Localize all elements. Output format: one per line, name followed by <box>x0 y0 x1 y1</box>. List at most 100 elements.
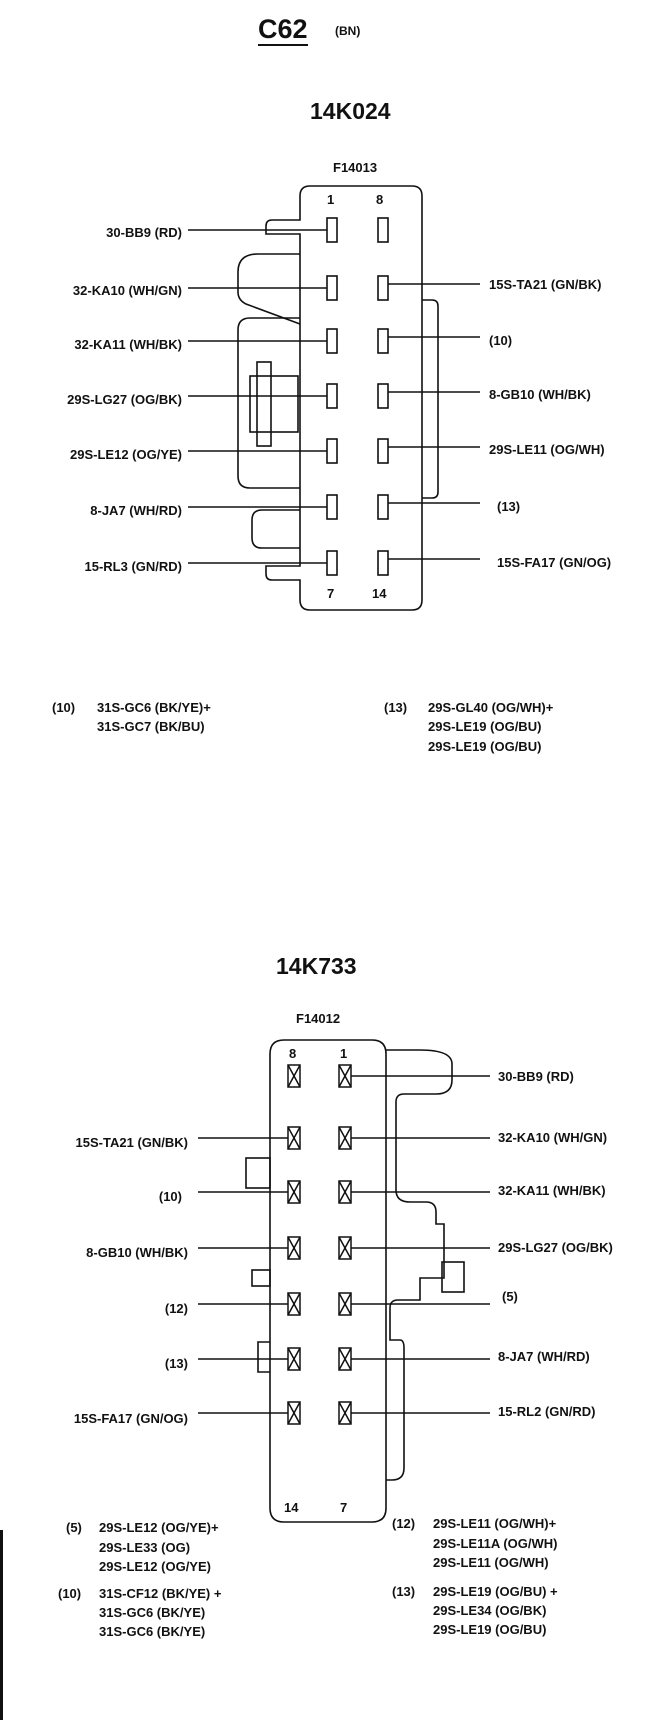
wire-label-left: (10) <box>158 1189 182 1204</box>
wire-label-left: (13) <box>164 1356 188 1371</box>
left-tab-upper <box>245 1157 271 1189</box>
note-line: 29S-LE12 (OG/YE)+ <box>99 1520 219 1535</box>
pin-cavity <box>377 550 389 576</box>
pin-cavity-mark <box>287 1126 301 1150</box>
left-tab-mid <box>251 1269 271 1287</box>
connector-color-code: (BN) <box>335 24 361 38</box>
pin-cavity <box>377 217 389 243</box>
right-rail <box>422 299 439 499</box>
pin-cavity-mark <box>338 1292 352 1316</box>
note-line: 29S-LE34 (OG/BK) <box>433 1603 547 1618</box>
outer-shell <box>386 1049 453 1481</box>
pin-cavity-mark <box>287 1180 301 1204</box>
pin-cavity-mark <box>338 1401 352 1425</box>
latch-clip-upper <box>237 253 301 325</box>
connector-housing-14k024 <box>265 185 423 611</box>
pin-cavity <box>326 217 338 243</box>
wire-label-left: (12) <box>164 1301 188 1316</box>
pin-cavity-mark <box>338 1180 352 1204</box>
connector-part-number-14k733: 14K733 <box>276 953 357 979</box>
note-line: 31S-GC6 (BK/YE)+ <box>97 700 211 715</box>
pin-cavity <box>287 1064 301 1088</box>
note-ref: (13) <box>392 1584 416 1599</box>
note-line: 29S-LE33 (OG) <box>99 1540 191 1555</box>
wire-label-left: 15S-TA21 (GN/BK) <box>75 1135 188 1150</box>
wire-label-left: 29S-LG27 (OG/BK) <box>67 392 182 407</box>
pin-cavity <box>377 275 389 301</box>
connector-face-label-f14013: F14013 <box>333 160 378 175</box>
wire-label-right: 32-KA11 (WH/BK) <box>498 1183 606 1198</box>
pin-number: 8 <box>289 1046 297 1061</box>
pin-number: 1 <box>327 192 335 207</box>
wire-label-left: 32-KA11 (WH/BK) <box>74 337 182 352</box>
wire-label-right: (13) <box>497 499 521 514</box>
pin-number: 1 <box>340 1046 348 1061</box>
note-line: 29S-LE11A (OG/WH) <box>433 1536 558 1551</box>
connector-housing-14k733 <box>269 1039 387 1523</box>
note-ref: (10) <box>58 1586 82 1601</box>
latch-clip-bracket <box>237 317 300 489</box>
wire-label-right: 29S-LE11 (OG/WH) <box>489 442 605 457</box>
note-line: 29S-LE12 (OG/YE) <box>99 1559 211 1574</box>
page-edge-mark <box>0 1530 3 1720</box>
pin-number: 14 <box>372 586 387 601</box>
pin-number: 7 <box>327 586 335 601</box>
wire-label-right: 15S-FA17 (GN/OG) <box>497 555 612 570</box>
wire-label-right: 15-RL2 (GN/RD) <box>498 1404 596 1419</box>
wire-label-right: 32-KA10 (WH/GN) <box>498 1130 608 1145</box>
wire-label-left: 30-BB9 (RD) <box>106 225 182 240</box>
wire-label-right: (5) <box>502 1289 518 1304</box>
note-ref: (13) <box>384 700 408 715</box>
wire-label-left: 8-JA7 (WH/RD) <box>90 503 182 518</box>
note-line: 29S-LE19 (OG/BU) <box>428 739 542 754</box>
pin-number: 7 <box>340 1500 348 1515</box>
wire-label-left: 8-GB10 (WH/BK) <box>86 1245 188 1260</box>
note-line: 31S-GC6 (BK/YE) <box>99 1624 206 1639</box>
left-tab-lower <box>257 1341 270 1373</box>
pin-cavity <box>326 494 338 520</box>
pin-cavity-mark <box>287 1064 301 1088</box>
pin-cavity <box>377 328 389 354</box>
pin-cavity-mark <box>287 1292 301 1316</box>
wire-label-right: 8-GB10 (WH/BK) <box>489 387 591 402</box>
connector-face-label-f14012: F14012 <box>296 1011 341 1026</box>
wire-label-right: (10) <box>489 333 513 348</box>
wire-label-left: 15-RL3 (GN/RD) <box>84 559 182 574</box>
note-line: 31S-GC6 (BK/YE) <box>99 1605 206 1620</box>
pin-cavity-mark <box>287 1347 301 1371</box>
latch-block <box>249 375 299 433</box>
pin-number: 14 <box>284 1500 299 1515</box>
latch-block-inner <box>256 361 272 447</box>
connector-part-number-14k024: 14K024 <box>310 98 391 124</box>
note-line: 29S-GL40 (OG/WH)+ <box>428 700 554 715</box>
wire-label-left: 29S-LE12 (OG/YE) <box>70 447 182 462</box>
connector-title: C62 <box>258 14 308 46</box>
pin-cavity <box>377 438 389 464</box>
wire-label-right: 15S-TA21 (GN/BK) <box>489 277 602 292</box>
right-latch <box>441 1261 465 1293</box>
pin-cavity <box>326 550 338 576</box>
pin-cavity <box>377 383 389 409</box>
note-line: 29S-LE11 (OG/WH)+ <box>433 1516 557 1531</box>
pin-cavity <box>326 328 338 354</box>
pin-cavity-mark <box>338 1064 352 1088</box>
pin-cavity-mark <box>287 1401 301 1425</box>
pin-cavity <box>377 494 389 520</box>
pin-cavity <box>326 438 338 464</box>
pin-cavity-mark <box>338 1126 352 1150</box>
note-line: 29S-LE19 (OG/BU) + <box>433 1584 558 1599</box>
wire-label-left: 15S-FA17 (GN/OG) <box>73 1411 188 1426</box>
note-ref: (10) <box>52 700 76 715</box>
note-line: 29S-LE11 (OG/WH) <box>433 1555 549 1570</box>
wire-label-left: 32-KA10 (WH/GN) <box>72 283 182 298</box>
latch-clip-lower <box>251 509 300 549</box>
note-line: 31S-CF12 (BK/YE) + <box>99 1586 222 1601</box>
pin-number: 8 <box>376 192 384 207</box>
pin-cavity-mark <box>287 1236 301 1260</box>
pin-cavity-mark <box>338 1236 352 1260</box>
note-ref: (5) <box>66 1520 82 1535</box>
wire-label-right: 30-BB9 (RD) <box>498 1069 574 1084</box>
note-line: 29S-LE19 (OG/BU) <box>428 719 542 734</box>
note-ref: (12) <box>392 1516 416 1531</box>
note-line: 31S-GC7 (BK/BU) <box>97 719 205 734</box>
